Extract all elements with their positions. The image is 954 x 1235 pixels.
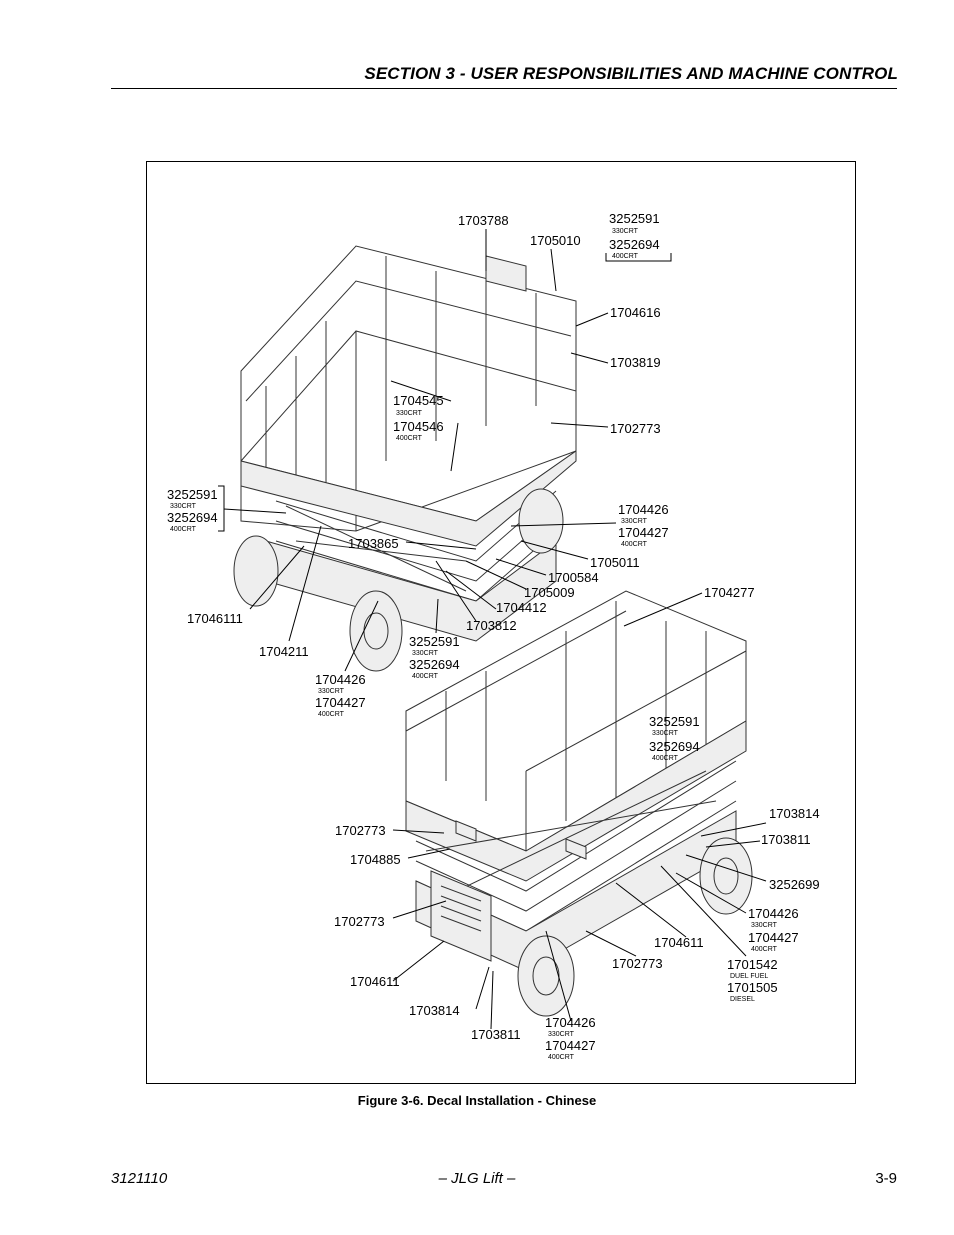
- footer-publisher: – JLG Lift –: [438, 1170, 516, 1187]
- callout-1703811-b: 1703811: [471, 1027, 521, 1042]
- callout-1702773-c: 1702773: [334, 914, 385, 929]
- callout-330crt-b: 330CRT: [621, 518, 648, 525]
- callout-1704426-c: 1704426: [748, 906, 799, 921]
- callout-1703865: 1703865: [348, 536, 399, 551]
- callout-1704427-a: 1704427: [618, 525, 669, 540]
- callout-330crt-a: 330CRT: [396, 410, 423, 417]
- callout-1705011: 1705011: [590, 555, 640, 570]
- callout-1703788: 1703788: [458, 213, 509, 228]
- section-header: SECTION 3 - USER RESPONSIBILITIES AND MA…: [364, 64, 898, 83]
- callout-1703811-a: 1703811: [761, 832, 811, 847]
- callout-3252699: 3252699: [769, 877, 820, 892]
- decal-installation-figure: 1703788 1705010 3252591 330CRT 3252694 4…: [167, 211, 820, 1061]
- callout-1704412: 1704412: [496, 600, 547, 615]
- callout-1700584: 1700584: [548, 570, 599, 585]
- callout-1702773-d: 1702773: [612, 956, 663, 971]
- callout-3252694-right: 3252694: [649, 739, 700, 754]
- callout-1703819: 1703819: [610, 355, 661, 370]
- figure-frame: [146, 161, 856, 1084]
- callout-330crt-left: 330CRT: [170, 503, 197, 510]
- callout-330crt-mid: 330CRT: [412, 650, 439, 657]
- callout-400crt-d: 400CRT: [751, 946, 778, 953]
- callout-1701542: 1701542: [727, 957, 778, 972]
- callout-330crt-top: 330CRT: [612, 228, 639, 235]
- callout-duel-fuel: DUEL FUEL: [730, 973, 768, 980]
- callout-17046111: 17046111: [187, 611, 243, 626]
- callout-1701505: 1701505: [727, 980, 778, 995]
- callout-1704611-b: 1704611: [350, 974, 400, 989]
- callout-1705009: 1705009: [524, 585, 575, 600]
- callout-1704611-a: 1704611: [654, 935, 704, 950]
- callout-1704426-b: 1704426: [315, 672, 366, 687]
- callout-3252591-right: 3252591: [649, 714, 700, 729]
- footer-doc-number: 3121110: [111, 1170, 168, 1187]
- callout-3252591-mid: 3252591: [409, 634, 460, 649]
- callout-1703814-a: 1703814: [769, 806, 820, 821]
- callout-1704427-c: 1704427: [748, 930, 799, 945]
- callout-400crt-b: 400CRT: [621, 541, 648, 548]
- machine-upper-drawing: [233, 245, 577, 672]
- callout-3252694-left: 3252694: [167, 510, 218, 525]
- callout-1704616: 1704616: [610, 305, 661, 320]
- figure-caption: Figure 3-6. Decal Installation - Chinese: [357, 1093, 597, 1108]
- callout-1704211: 1704211: [259, 644, 309, 659]
- header-rule: [111, 88, 897, 89]
- callout-330crt-right: 330CRT: [652, 730, 679, 737]
- callout-3252694-mid: 3252694: [409, 657, 460, 672]
- callout-1704546: 1704546: [393, 419, 444, 434]
- callout-400crt-mid: 400CRT: [412, 673, 439, 680]
- callout-1704277: 1704277: [704, 585, 755, 600]
- callout-1704426-a: 1704426: [618, 502, 669, 517]
- callout-diesel: DIESEL: [730, 996, 755, 1003]
- callout-400crt-top: 400CRT: [612, 253, 639, 260]
- callout-400crt-left: 400CRT: [170, 526, 197, 533]
- callout-1704427-b: 1704427: [315, 695, 366, 710]
- callout-3252591-left: 3252591: [167, 487, 218, 502]
- callout-1703812: 1703812: [466, 618, 517, 633]
- leader-lines: [218, 229, 767, 1030]
- callout-1704885: 1704885: [350, 852, 401, 867]
- callout-1704545: 1704545: [393, 393, 444, 408]
- footer-page-number: 3-9: [875, 1170, 897, 1187]
- callout-400crt-right: 400CRT: [652, 755, 679, 762]
- callout-3252591-top: 3252591: [609, 211, 660, 226]
- callout-1703814-b: 1703814: [409, 1003, 460, 1018]
- callout-330crt-d: 330CRT: [751, 922, 778, 929]
- callout-1702773-b: 1702773: [335, 823, 386, 838]
- machine-lower-drawing: [405, 590, 753, 1017]
- callout-400crt-c: 400CRT: [318, 711, 345, 718]
- callout-1704427-d: 1704427: [545, 1038, 596, 1053]
- callout-1705010: 1705010: [530, 233, 581, 248]
- callout-3252694-top: 3252694: [609, 237, 660, 252]
- callout-1702773-a: 1702773: [610, 421, 661, 436]
- callout-1704426-d: 1704426: [545, 1015, 596, 1030]
- callout-400crt-a: 400CRT: [396, 435, 423, 442]
- callout-400crt-e: 400CRT: [548, 1054, 575, 1061]
- callout-labels: 1703788 1705010 3252591 330CRT 3252694 4…: [167, 211, 820, 1061]
- callout-330crt-c: 330CRT: [318, 688, 345, 695]
- callout-330crt-e: 330CRT: [548, 1031, 575, 1038]
